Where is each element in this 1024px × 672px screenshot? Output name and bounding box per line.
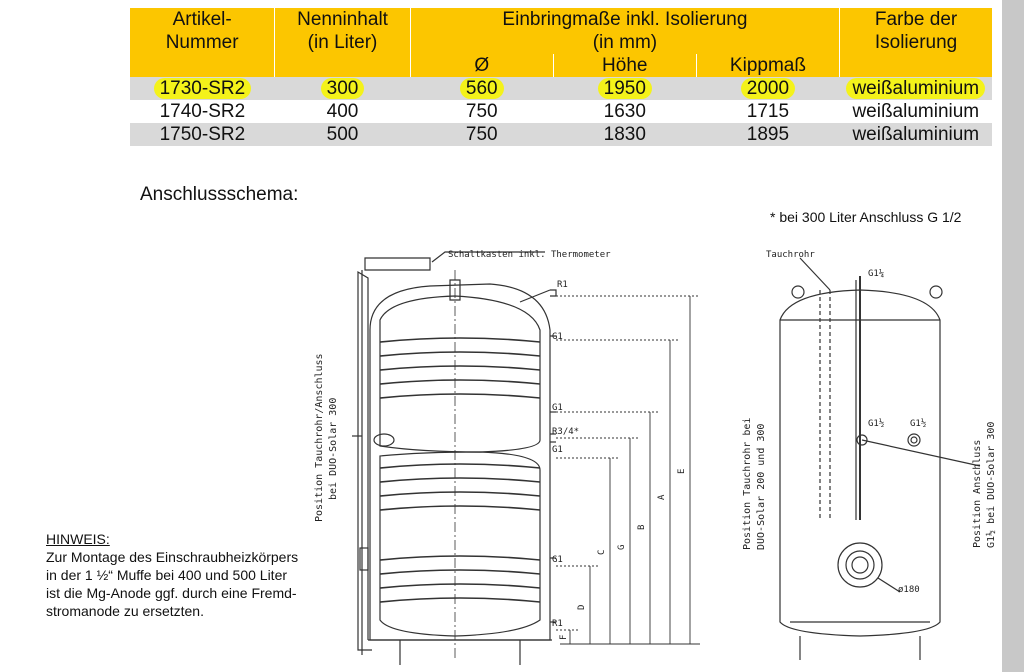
header-farbe: Farbe der Isolierung xyxy=(839,8,992,77)
label-g112-b: G1½ xyxy=(910,418,926,429)
tank-front-view xyxy=(779,257,981,660)
label-right-vertical-1: Position Tauchrohr bei xyxy=(742,418,753,550)
connection-note: * bei 300 Liter Anschluss G 1/2 xyxy=(770,209,962,225)
header-nenninhalt: Nenninhalt (in Liter) xyxy=(274,8,411,77)
cell-nr: 1730-SR2 xyxy=(153,78,252,99)
section-title: Anschlussschema: xyxy=(140,184,299,205)
cell-h: 1830 xyxy=(553,123,697,146)
cell-farbe: weißaluminium xyxy=(852,101,980,122)
label-g1-c: G1 xyxy=(552,445,563,455)
cell-h: 1950 xyxy=(597,78,652,99)
label-far-vertical-2: G1½ bei DUO-Solar 300 xyxy=(985,422,997,548)
header-einbringmasse: Einbringmaße inkl. Isolierung (in mm) xyxy=(409,8,840,54)
subheader-hoehe: Höhe xyxy=(552,54,697,77)
cell-k: 1895 xyxy=(696,123,840,146)
right-edge-bar xyxy=(1002,0,1024,672)
cell-d: 750 xyxy=(410,123,554,146)
cell-nr: 1750-SR2 xyxy=(130,123,275,146)
hinweis-line: Zur Montage des Einschraubheizkörpers xyxy=(46,549,299,565)
label-far-vertical-1: Position Anschluss xyxy=(972,440,983,548)
cell-farbe: weißaluminium xyxy=(846,78,986,99)
label-dim-f: F xyxy=(559,635,569,640)
cell-k: 2000 xyxy=(740,78,796,99)
label-dim-b: B xyxy=(637,525,647,530)
subheader-durchmesser: Ø xyxy=(409,54,554,77)
cell-h: 1630 xyxy=(603,101,646,122)
cell-liter: 500 xyxy=(274,123,411,146)
label-right-vertical-2: DUO-Solar 200 und 300 xyxy=(756,424,767,550)
hinweis-line: ist die Mg-Anode ggf. durch eine Fremd- xyxy=(46,585,297,601)
label-dim-d: D xyxy=(577,605,587,610)
label-dim-e: E xyxy=(677,469,687,474)
header-artikel: Artikel- Nummer xyxy=(130,8,275,77)
tank-side-view xyxy=(357,270,552,665)
cell-d: 750 xyxy=(465,101,498,122)
hinweis-line: in der 1 ½“ Muffe bei 400 und 500 Liter xyxy=(46,567,288,583)
label-left-vertical-2: bei DUO-Solar 300 xyxy=(328,398,339,500)
table-row: 1730-SR2 300 560 1950 2000 weißaluminium xyxy=(130,77,992,100)
cell-nr: 1740-SR2 xyxy=(159,101,246,122)
label-g112-a: G1½ xyxy=(868,418,884,429)
spec-table: Artikel- Nummer Nenninhalt (in Liter) Ei… xyxy=(130,8,992,146)
label-g1-b: G1 xyxy=(552,403,563,413)
table-row: 1750-SR2 500 750 1830 1895 weißaluminium xyxy=(130,123,992,146)
lower-coil xyxy=(379,463,541,603)
table-row: 1740-SR2 400 750 1630 1715 weißaluminium xyxy=(130,100,992,123)
label-dim-g: G xyxy=(617,545,627,550)
label-g1-d: G1 xyxy=(552,555,563,565)
hinweis-title: HINWEIS: xyxy=(46,531,110,547)
label-dim-c: C xyxy=(597,550,607,555)
label-r1-top: R1 xyxy=(557,280,568,290)
cell-liter: 400 xyxy=(326,101,359,122)
cell-d: 560 xyxy=(459,78,504,99)
label-r1-bottom: R1 xyxy=(552,619,563,629)
label-g1-a: G1 xyxy=(552,332,563,342)
label-left-vertical-1: Position Tauchrohr/Anschluss xyxy=(314,353,325,522)
subheader-kippmass: Kippmaß xyxy=(695,54,840,77)
cell-liter: 300 xyxy=(320,78,365,99)
cell-k: 1715 xyxy=(746,101,790,122)
label-flange: ø180 xyxy=(898,585,920,595)
upper-coil xyxy=(379,337,541,399)
cell-farbe: weißaluminium xyxy=(839,123,992,146)
label-r34: R3/4* xyxy=(552,427,579,437)
hinweis-line: stromanode zu ersetzten. xyxy=(46,603,204,619)
label-dim-a: A xyxy=(657,494,667,500)
hinweis-note: HINWEIS: Zur Montage des Einschraubheizk… xyxy=(46,530,336,620)
label-g114: G1¼ xyxy=(868,269,884,279)
label-tauchrohr: Tauchrohr xyxy=(766,250,815,260)
label-schaltkasten: Schaltkasten inkl. Thermometer xyxy=(448,250,611,260)
